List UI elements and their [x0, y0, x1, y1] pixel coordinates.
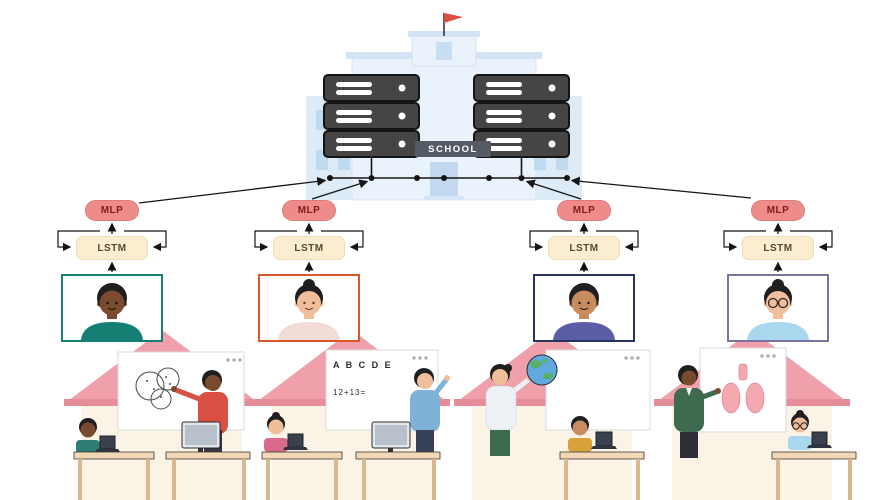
laptop-icon	[807, 431, 832, 448]
network-bus	[327, 158, 570, 181]
student-avatar-4	[747, 279, 809, 340]
house-1	[64, 330, 260, 500]
mlp-box-2: MLP	[282, 200, 336, 221]
mlp-box-3: MLP	[557, 200, 611, 221]
column-arrows	[107, 222, 783, 272]
globe-icon	[526, 354, 558, 386]
venn-diagram	[135, 367, 180, 410]
student-1	[73, 418, 155, 500]
lstm-box-1: LSTM	[76, 236, 148, 260]
arrow-client2-to-server	[311, 179, 369, 200]
glasses-icon	[767, 297, 789, 309]
monitor-desk-2	[355, 421, 441, 500]
student-frame-4	[727, 274, 829, 342]
monitor-icon	[181, 421, 221, 452]
arrow-client4-to-server	[570, 176, 752, 199]
lstm-box-4: LSTM	[742, 236, 814, 260]
teacher-3	[485, 364, 533, 456]
student-4	[771, 410, 857, 500]
laptop-icon	[283, 433, 308, 450]
laptop-icon	[95, 435, 120, 452]
student-3	[559, 416, 645, 500]
server-rack-left	[323, 74, 420, 158]
teacher-2	[410, 368, 450, 456]
student-avatar-2	[278, 279, 340, 340]
arrow-client3-to-server	[525, 179, 582, 200]
student-avatar-3	[553, 283, 615, 340]
arrow-client1-to-server	[138, 176, 327, 204]
monitor-icon	[371, 421, 411, 452]
board-text-letters: A B C D E	[333, 360, 393, 370]
lstm-recurrent-loops	[57, 230, 833, 252]
whiteboard-panel-4	[699, 347, 787, 433]
house-3	[454, 330, 651, 500]
mlp-box-1: MLP	[85, 200, 139, 221]
board-text-math: 12+13=	[333, 388, 367, 397]
lstm-box-3: LSTM	[548, 236, 620, 260]
lungs-diagram	[721, 363, 765, 414]
house-4	[654, 330, 857, 500]
bus-nodes	[327, 175, 570, 181]
upload-arrows	[138, 176, 752, 204]
laptop-icon	[591, 431, 617, 449]
lstm-box-2: LSTM	[273, 236, 345, 260]
student-frame-2	[258, 274, 360, 342]
glasses-icon	[792, 422, 808, 430]
house-2	[254, 330, 450, 500]
whiteboard-panel-3	[545, 349, 651, 431]
server-rack-right	[473, 74, 570, 158]
flag-icon	[443, 13, 463, 36]
student-frame-1	[61, 274, 163, 342]
mlp-box-4: MLP	[751, 200, 805, 221]
monitor-desk-1	[165, 421, 251, 500]
student-avatar-1	[81, 283, 143, 340]
school-sign: SCHOOL	[415, 141, 491, 157]
student-2	[261, 412, 343, 500]
student-frame-3	[533, 274, 635, 342]
teacher-4	[674, 365, 721, 458]
